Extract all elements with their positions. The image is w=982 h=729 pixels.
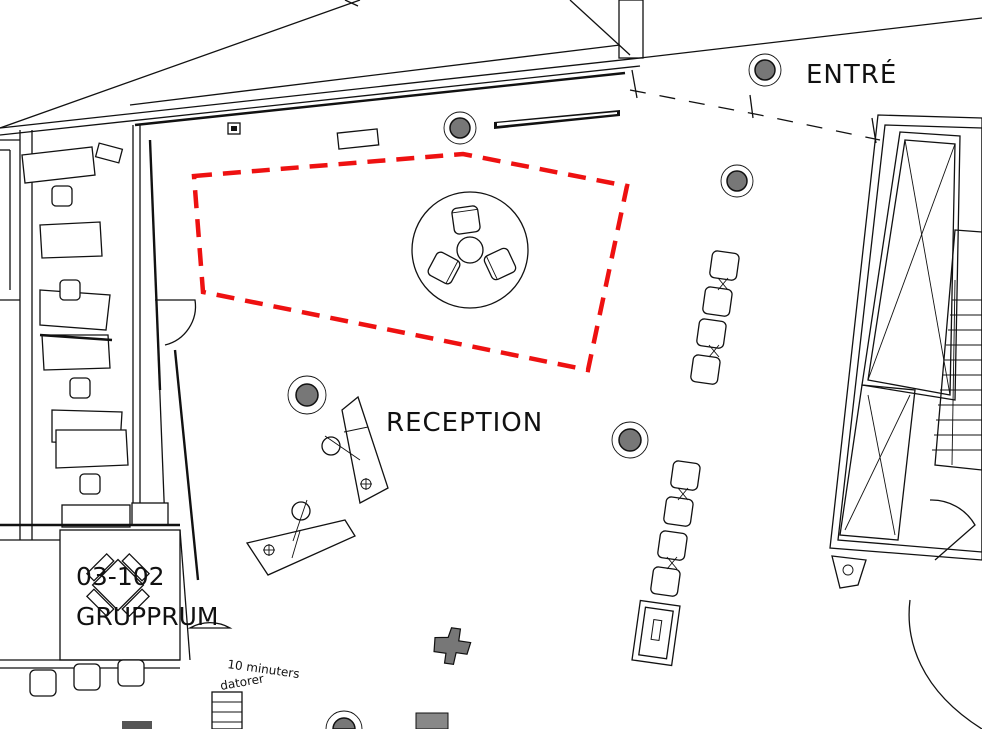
room-number-label: 03-102: [76, 562, 165, 591]
seating-row-lower: [650, 460, 701, 597]
reception-label: RECEPTION: [386, 408, 543, 438]
seating-row-upper: [690, 250, 740, 385]
kiosk: [122, 599, 681, 729]
reception-desk: [245, 395, 389, 576]
exterior-walls: [0, 0, 982, 144]
column-icon: [611, 421, 649, 459]
wall-fixtures: [94, 110, 620, 164]
note-label-line2: datorer: [219, 672, 265, 693]
highlight-zone: [191, 151, 630, 373]
column-icon: [325, 710, 363, 729]
chair-icon: [451, 205, 481, 235]
entrance-label: ENTRÉ: [806, 58, 897, 90]
office-block: [0, 125, 233, 697]
column-icon: [443, 111, 477, 145]
chair-icon: [427, 251, 461, 285]
column-icon: [720, 164, 754, 198]
labels: ENTRÉ RECEPTION 03-102 GRUPPRUM 10 minut…: [76, 58, 897, 693]
room-name-label: GRUPPRUM: [76, 602, 218, 631]
column-icon: [287, 375, 327, 415]
round-table-icon: [411, 191, 529, 309]
chair-icon: [483, 247, 517, 281]
column-icon: [748, 53, 782, 87]
stair-icon: [829, 114, 982, 729]
columns: [287, 53, 782, 729]
